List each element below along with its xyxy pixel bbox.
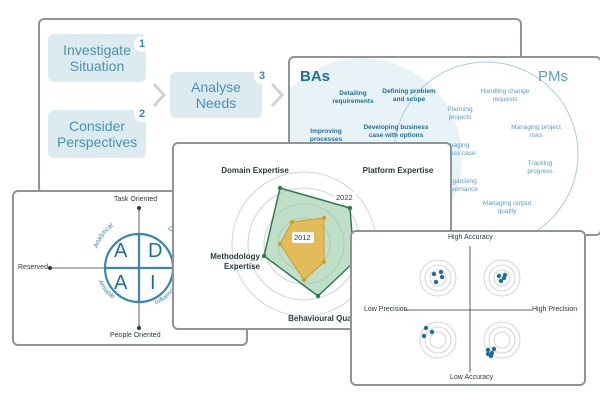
radar-point-2022 [261, 253, 267, 259]
radar-point-2022 [315, 293, 321, 299]
step-number: 2 [134, 106, 150, 122]
target-top-label: High Accuracy [448, 234, 493, 241]
chevron-right-icon [270, 82, 284, 108]
pm-item: Managing output quality [482, 200, 532, 215]
chevron-right-icon [152, 82, 166, 108]
step-analyse: Analyse Needs [170, 72, 262, 118]
axis-label-methodology: Methodology Expertise [210, 252, 260, 271]
ba-item: Detailing requirements [332, 90, 374, 105]
adai-letter-a-bottom: A [114, 272, 128, 294]
pm-item: Planning projects [447, 106, 473, 121]
adai-bottom-label: People Oriented [110, 332, 161, 339]
target-right-label: High Precision [532, 306, 578, 313]
radar-point-2012 [321, 259, 327, 265]
ba-item: Developing business case with options [363, 124, 429, 139]
pm-item: Organising governance [444, 178, 478, 193]
step-number: 3 [254, 68, 270, 84]
accuracy-precision-diagram [404, 246, 532, 372]
adai-letter-i: I [150, 272, 156, 294]
svg-text:Analytical: Analytical [92, 222, 115, 250]
radar-card: 2022 2012 Domain Expertise Platform Expe… [172, 142, 452, 330]
radar-point-2022 [347, 205, 353, 211]
axis-label-platform: Platform Expertise [362, 166, 434, 175]
adai-left-label: Reserved [18, 264, 48, 271]
step-number: 1 [134, 36, 150, 52]
step-label: Consider Perspectives [57, 118, 138, 150]
radar-point-2022 [277, 185, 283, 191]
radar-point-2012 [301, 277, 307, 283]
arc-label-analytical: Analytical [92, 222, 115, 250]
target-left-label: Low Precision [364, 306, 408, 313]
pm-item: Managing project risks [511, 124, 561, 139]
pm-item: Handling change requests [480, 88, 530, 103]
ba-item: Improving processes [309, 128, 343, 143]
radar-point-2012 [321, 215, 327, 221]
pm-item: Managing business case [434, 142, 476, 157]
pm-item: Tracking progress [527, 160, 553, 175]
step-consider: Consider Perspectives [48, 110, 146, 158]
series-label-2022: 2022 [336, 193, 353, 202]
step-label: Analyse Needs [191, 79, 241, 111]
step-label: Investigate Situation [63, 42, 131, 74]
series-label-2012: 2012 [294, 233, 311, 242]
axis-label-domain: Domain Expertise [221, 166, 289, 175]
radar-point-2012 [277, 241, 283, 247]
radar-chart [231, 171, 377, 317]
radar-point-2012 [289, 219, 295, 225]
adai-letter-a-top: A [114, 240, 128, 262]
axis-label-behavioural: Behavioural Qualities [288, 314, 370, 323]
adai-top-label: Task Oriented [114, 196, 158, 203]
step-investigate: Investigate Situation [48, 34, 146, 82]
target-card: High Accuracy Low Accuracy Low Precision… [350, 230, 586, 386]
target-bottom-label: Low Accuracy [450, 374, 494, 381]
pm-title: PMs [538, 68, 568, 85]
adai-letter-d: D [148, 240, 163, 262]
ba-title: BAs [300, 68, 331, 85]
ba-item: Defining problem and scope [382, 88, 436, 103]
